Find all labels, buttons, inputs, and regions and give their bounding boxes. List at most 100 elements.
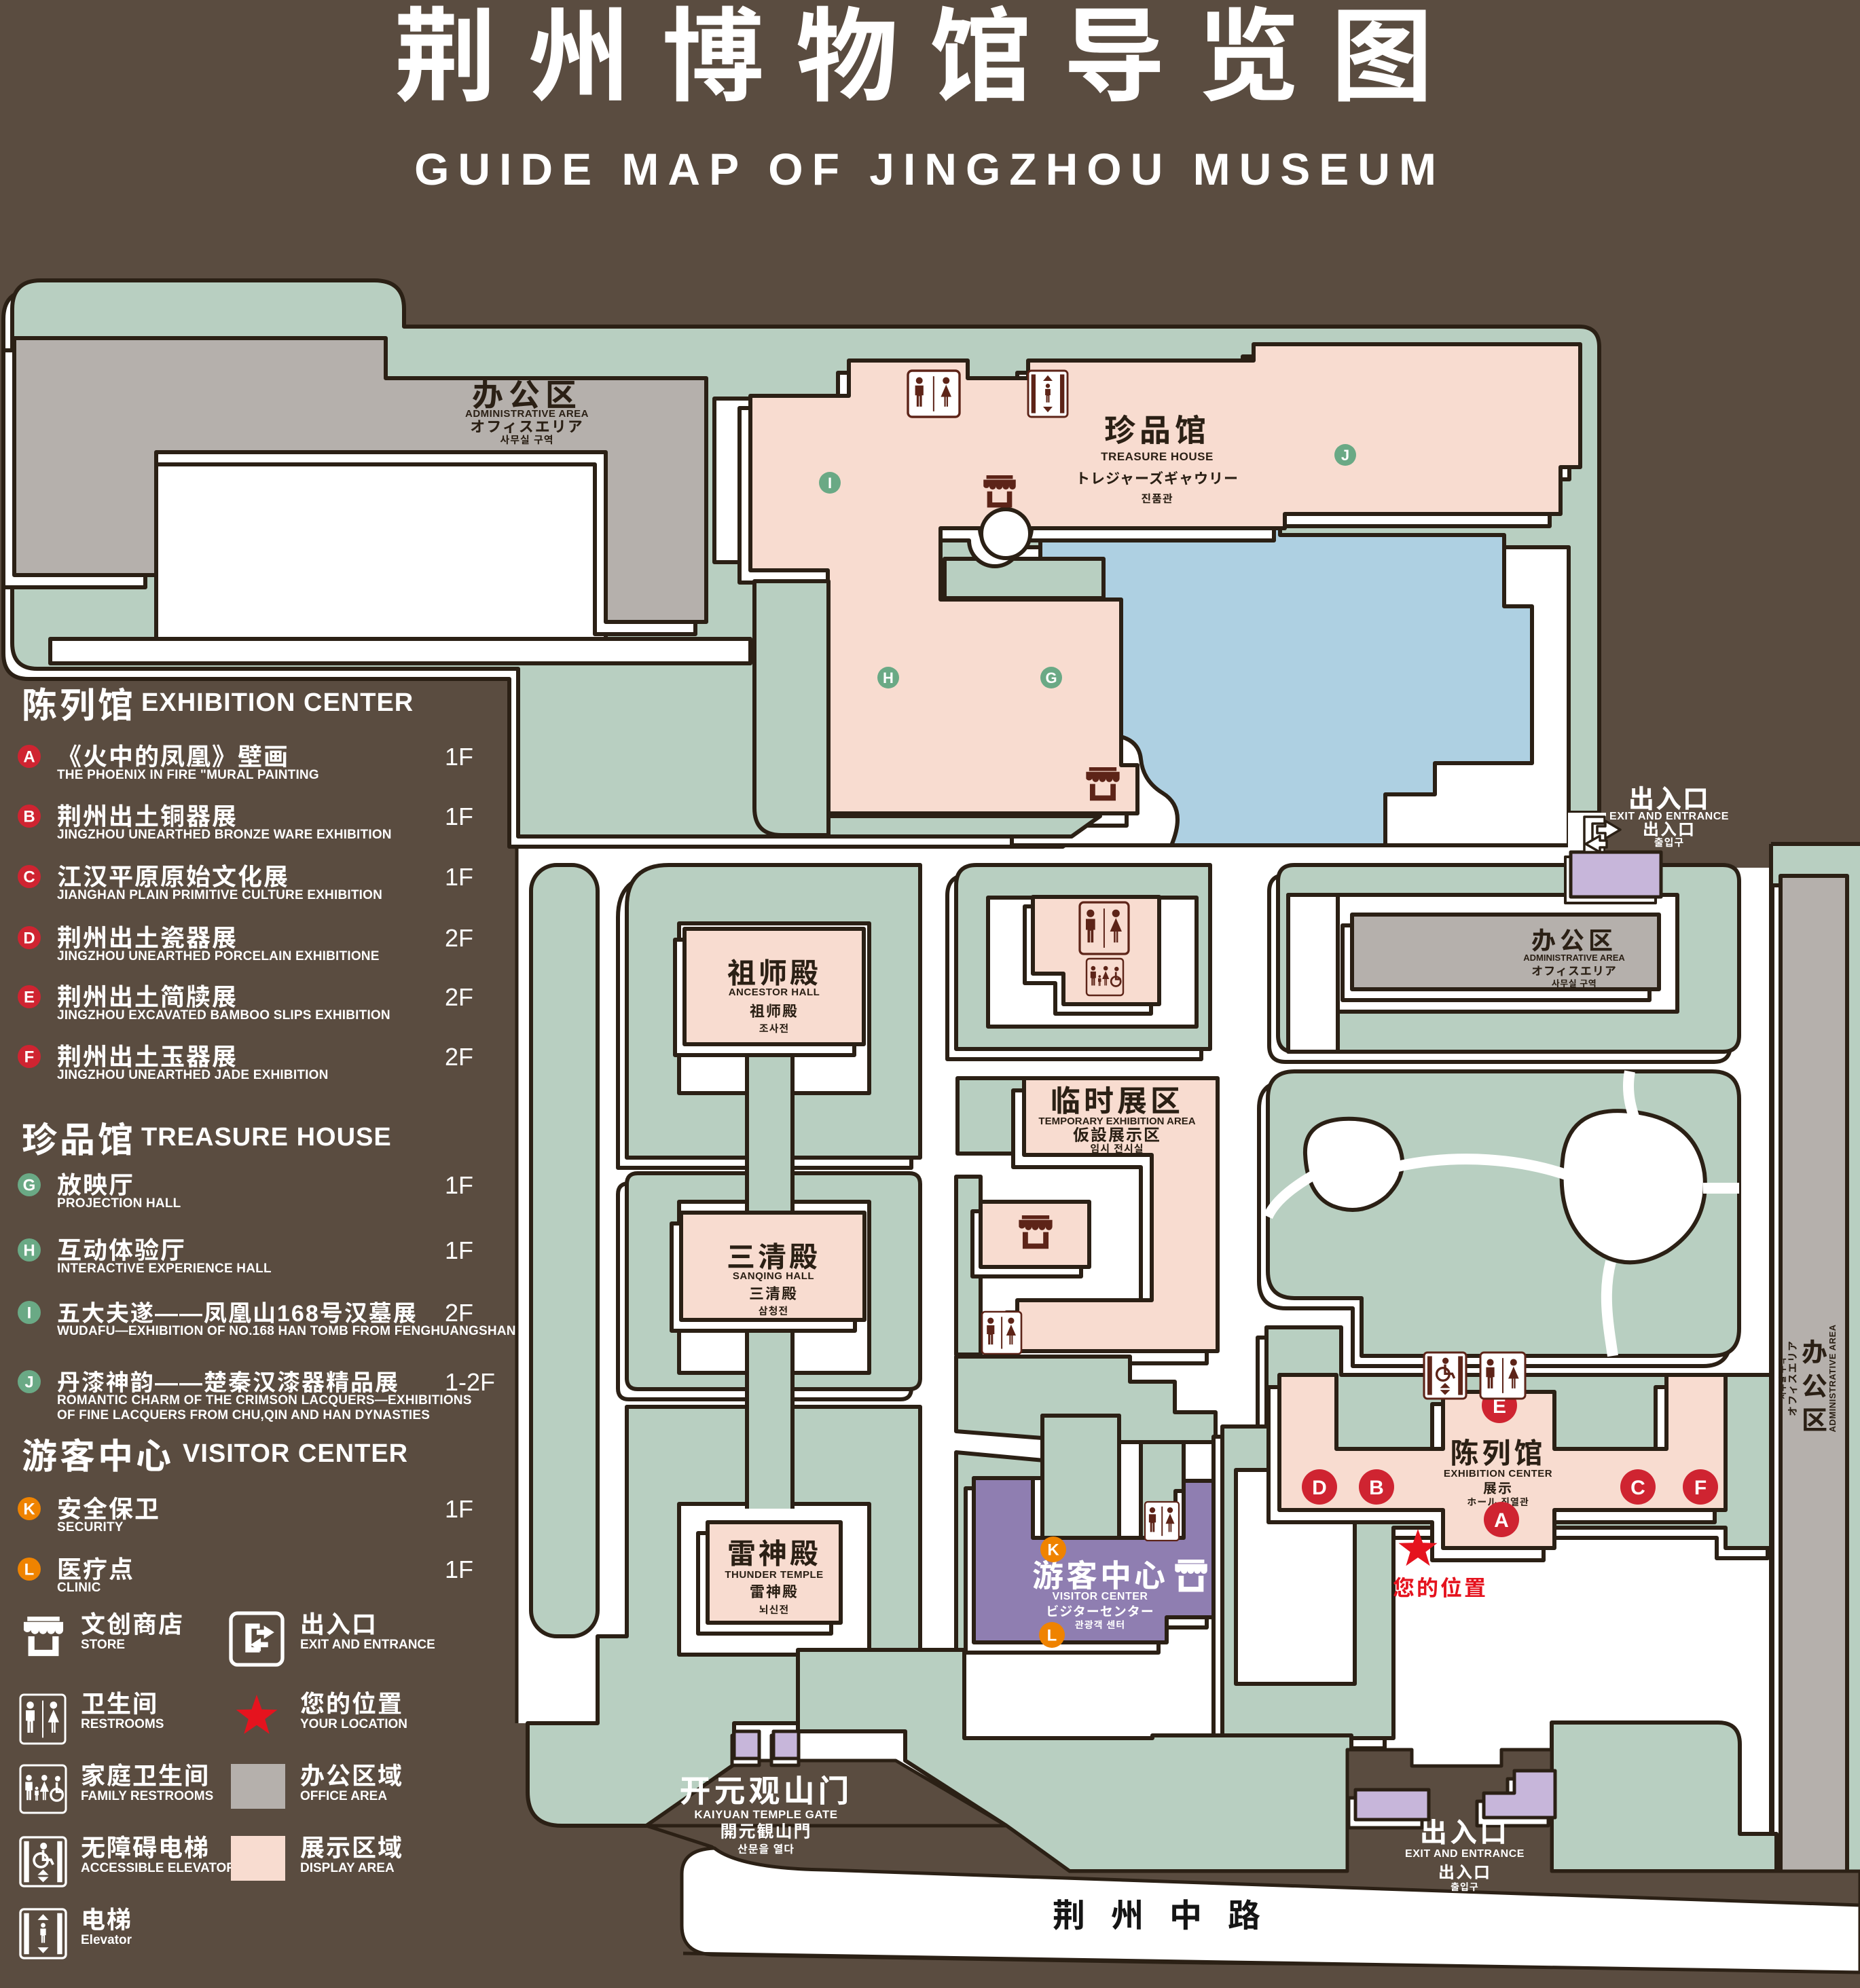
- svg-text:H: H: [23, 1242, 35, 1260]
- svg-text:SECURITY: SECURITY: [57, 1520, 124, 1534]
- svg-text:展示区域: 展示区域: [300, 1834, 403, 1862]
- svg-text:Elevator: Elevator: [81, 1933, 132, 1947]
- svg-text:TEMPORARY EXHIBITION AREA: TEMPORARY EXHIBITION AREA: [1038, 1116, 1195, 1127]
- svg-text:출입구: 출입구: [1654, 837, 1684, 849]
- svg-text:THUNDER TEMPLE: THUNDER TEMPLE: [725, 1569, 823, 1581]
- svg-text:STORE: STORE: [81, 1638, 125, 1652]
- svg-text:조사전: 조사전: [759, 1023, 789, 1035]
- svg-text:E: E: [1493, 1395, 1506, 1418]
- svg-text:陈列馆: 陈列馆: [22, 686, 136, 726]
- svg-text:TREASURE HOUSE: TREASURE HOUSE: [141, 1123, 392, 1152]
- svg-text:開元観山門: 開元観山門: [720, 1822, 812, 1841]
- svg-text:祖师殿: 祖师殿: [727, 957, 821, 989]
- svg-text:ACCESSIBLE ELEVATOR: ACCESSIBLE ELEVATOR: [81, 1861, 236, 1875]
- svg-text:オフィスエリア: オフィスエリア: [470, 418, 584, 435]
- svg-text:진품관: 진품관: [1141, 493, 1173, 505]
- svg-text:2F: 2F: [445, 1299, 473, 1327]
- svg-text:JINGZHOU EXCAVATED BAMBOO SLIP: JINGZHOU EXCAVATED BAMBOO SLIPS EXHIBITI…: [57, 1008, 390, 1023]
- svg-text:J: J: [24, 1374, 33, 1392]
- svg-text:K: K: [1047, 1541, 1059, 1560]
- svg-text:INTERACTIVE EXPERIENCE HALL: INTERACTIVE EXPERIENCE HALL: [57, 1262, 272, 1276]
- svg-text:无障碍电梯: 无障碍电梯: [81, 1834, 210, 1862]
- svg-text:H: H: [883, 669, 894, 686]
- svg-text:区: 区: [1802, 1407, 1827, 1435]
- svg-text:荆州中路: 荆州中路: [1053, 1898, 1286, 1934]
- svg-text:家庭卫生间: 家庭卫生间: [81, 1762, 210, 1790]
- svg-text:VISITOR CENTER: VISITOR CENTER: [183, 1439, 408, 1468]
- svg-text:JIANGHAN PLAIN PRIMITIVE CULTU: JIANGHAN PLAIN PRIMITIVE CULTURE EXHIBIT…: [57, 888, 382, 902]
- svg-text:游客中心: 游客中心: [22, 1437, 174, 1477]
- svg-text:뇌신전: 뇌신전: [759, 1604, 789, 1616]
- svg-text:B: B: [23, 808, 35, 826]
- svg-text:办公区: 办公区: [1531, 927, 1617, 955]
- svg-text:ROMANTIC CHARM OF THE CRIMSON: ROMANTIC CHARM OF THE CRIMSON LACQUERS—E…: [57, 1393, 472, 1407]
- svg-text:RESTROOMS: RESTROOMS: [81, 1717, 164, 1731]
- svg-text:ビジターセンター: ビジターセンター: [1046, 1604, 1154, 1619]
- svg-text:陈列馆: 陈列馆: [1450, 1437, 1546, 1469]
- svg-text:1-2F: 1-2F: [445, 1368, 495, 1396]
- svg-text:B: B: [1369, 1477, 1384, 1499]
- svg-text:삼청전: 삼청전: [759, 1306, 788, 1317]
- svg-text:荆州出土简牍展: 荆州出土简牍展: [57, 983, 238, 1011]
- svg-text:2F: 2F: [445, 983, 473, 1011]
- svg-text:游客中心: 游客中心: [1032, 1558, 1168, 1594]
- svg-text:출입구: 출입구: [1451, 1881, 1479, 1892]
- svg-text:您的位置: 您的位置: [300, 1690, 403, 1718]
- svg-text:1F: 1F: [445, 1236, 473, 1264]
- svg-text:放映厅: 放映厅: [57, 1171, 134, 1199]
- svg-text:F: F: [24, 1048, 35, 1067]
- svg-text:三清殿: 三清殿: [749, 1285, 798, 1302]
- svg-text:2F: 2F: [445, 1043, 473, 1071]
- svg-text:1F: 1F: [445, 1171, 473, 1199]
- svg-text:五大夫遂——凤凰山168号汉墓展: 五大夫遂——凤凰山168号汉墓展: [57, 1301, 418, 1327]
- svg-text:THE PHOENIX IN FIRE "MURAL PAI: THE PHOENIX IN FIRE "MURAL PAINTING: [57, 768, 319, 782]
- svg-text:JINGZHOU UNEARTHED JADE EXHIBI: JINGZHOU UNEARTHED JADE EXHIBITION: [57, 1068, 329, 1082]
- svg-text:出入口: 出入口: [1643, 821, 1696, 839]
- svg-text:C: C: [1630, 1477, 1645, 1499]
- svg-text:荆州出土瓷器展: 荆州出土瓷器展: [57, 924, 238, 952]
- svg-text:사무실 구역: 사무실 구역: [500, 435, 553, 446]
- svg-text:ADMINISTRATIVE AREA: ADMINISTRATIVE AREA: [1523, 953, 1625, 963]
- svg-text:ANCESTOR HALL: ANCESTOR HALL: [729, 987, 820, 998]
- svg-text:EXIT AND ENTRANCE: EXIT AND ENTRANCE: [300, 1638, 435, 1652]
- svg-text:사무실 구역: 사무실 구역: [1552, 978, 1597, 989]
- svg-text:文创商店: 文创商店: [81, 1610, 184, 1638]
- svg-text:雷神殿: 雷神殿: [750, 1583, 799, 1600]
- svg-text:丹漆神韵——楚秦汉漆器精品展: 丹漆神韵——楚秦汉漆器精品展: [57, 1370, 399, 1396]
- svg-text:出入口: 出入口: [1420, 1818, 1510, 1848]
- svg-text:您的位置: 您的位置: [1393, 1576, 1488, 1600]
- svg-text:三清殿: 三清殿: [727, 1241, 820, 1273]
- svg-text:1F: 1F: [445, 863, 473, 891]
- svg-text:1F: 1F: [445, 1556, 473, 1583]
- svg-text:电梯: 电梯: [81, 1906, 132, 1934]
- svg-text:医疗点: 医疗点: [57, 1556, 134, 1583]
- svg-text:荆州出土玉器展: 荆州出土玉器展: [57, 1043, 238, 1071]
- svg-text:出入口: 出入口: [1438, 1864, 1491, 1882]
- svg-text:G: G: [23, 1177, 36, 1195]
- svg-text:KAIYUAN TEMPLE GATE: KAIYUAN TEMPLE GATE: [694, 1808, 837, 1821]
- svg-text:安全保卫: 安全保卫: [57, 1495, 160, 1523]
- svg-text:江汉平原原始文化展: 江汉平原原始文化展: [57, 863, 289, 891]
- svg-text:荆州博物馆导览图: 荆州博物馆导览图: [395, 0, 1465, 114]
- svg-text:トレジャーズギャウリー: トレジャーズギャウリー: [1076, 471, 1239, 487]
- svg-text:E: E: [24, 989, 35, 1007]
- svg-text:EXIT AND ENTRANCE: EXIT AND ENTRANCE: [1405, 1848, 1525, 1860]
- svg-text:CLINIC: CLINIC: [57, 1581, 101, 1595]
- svg-text:1F: 1F: [445, 1495, 473, 1523]
- svg-text:OFFICE AREA: OFFICE AREA: [300, 1789, 387, 1803]
- svg-text:《火中的凤凰》壁画: 《火中的凤凰》壁画: [57, 743, 289, 771]
- svg-text:F: F: [1694, 1477, 1707, 1499]
- svg-text:公: 公: [1802, 1373, 1827, 1401]
- svg-text:A: A: [23, 748, 35, 767]
- svg-text:WUDAFU—EXHIBITION OF NO.168 HA: WUDAFU—EXHIBITION OF NO.168 HAN TOMB FRO…: [57, 1324, 516, 1338]
- svg-text:珍品馆: 珍品馆: [1104, 413, 1210, 448]
- svg-text:K: K: [23, 1501, 35, 1519]
- svg-text:出入口: 出入口: [300, 1610, 378, 1638]
- svg-text:1F: 1F: [445, 743, 473, 771]
- svg-text:G: G: [1045, 669, 1057, 686]
- svg-text:ADMINISTRATIVE AREA: ADMINISTRATIVE AREA: [1827, 1324, 1838, 1432]
- svg-text:PROJECTION HALL: PROJECTION HALL: [57, 1196, 181, 1211]
- svg-text:관광객 센터: 관광객 센터: [1075, 1619, 1125, 1630]
- svg-text:JINGZHOU UNEARTHED PORCELAIN E: JINGZHOU UNEARTHED PORCELAIN EXHIBITIONE: [57, 949, 380, 963]
- svg-text:展示: 展示: [1483, 1481, 1513, 1496]
